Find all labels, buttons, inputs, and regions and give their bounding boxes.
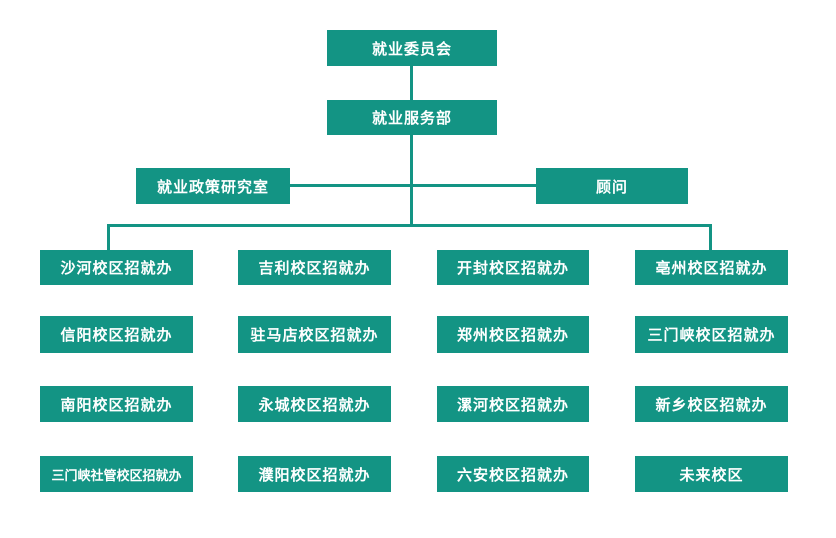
node-campus: 亳州校区招就办 [635, 250, 788, 285]
node-campus: 沙河校区招就办 [40, 250, 193, 285]
node-campus: 驻马店校区招就办 [238, 316, 391, 353]
node-policy-office: 就业政策研究室 [136, 168, 290, 204]
node-campus: 吉利校区招就办 [238, 250, 391, 285]
node-campus: 三门峡校区招就办 [635, 316, 788, 353]
node-advisor: 顾问 [536, 168, 688, 204]
node-campus: 南阳校区招就办 [40, 386, 193, 422]
node-committee: 就业委员会 [327, 30, 497, 66]
node-campus: 漯河校区招就办 [437, 386, 589, 422]
node-campus: 信阳校区招就办 [40, 316, 193, 353]
connector-policy-branch [290, 184, 412, 187]
node-campus: 三门峡社管校区招就办 [40, 456, 193, 492]
node-department: 就业服务部 [327, 100, 497, 135]
connector-drop-col1 [107, 224, 110, 250]
node-campus: 永城校区招就办 [238, 386, 391, 422]
connector-campus-bus [107, 224, 712, 227]
node-campus: 六安校区招就办 [437, 456, 589, 492]
node-campus: 开封校区招就办 [437, 250, 589, 285]
node-campus: 郑州校区招就办 [437, 316, 589, 353]
node-campus: 新乡校区招就办 [635, 386, 788, 422]
node-campus: 未来校区 [635, 456, 788, 492]
connector-committee-department [410, 66, 413, 100]
connector-trunk [410, 134, 413, 226]
connector-drop-col4 [709, 224, 712, 250]
node-campus: 濮阳校区招就办 [238, 456, 391, 492]
connector-advisor-branch [410, 184, 536, 187]
